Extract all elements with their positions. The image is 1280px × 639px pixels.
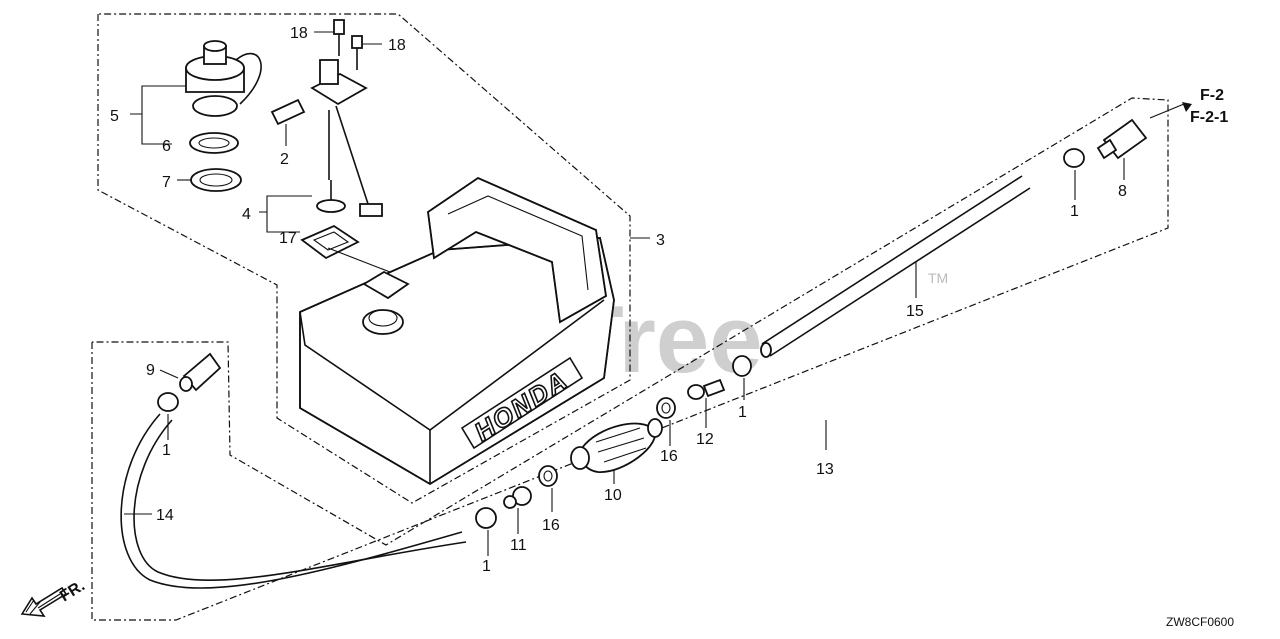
bolt-18b	[351, 35, 363, 70]
callout-1-left: 1	[162, 442, 171, 459]
callout-18-right: 18	[388, 37, 406, 54]
callout-3: 3	[656, 232, 665, 249]
callout-8: 8	[1118, 183, 1127, 200]
fuel-cap	[185, 40, 262, 117]
callout-18-left: 18	[290, 25, 308, 42]
hose-14	[120, 413, 467, 589]
callout-14: 14	[156, 507, 174, 524]
clamp-1d	[475, 507, 497, 529]
ref-label-f2-1: F-2-1	[1190, 109, 1228, 126]
callout-16-left: 16	[542, 517, 560, 534]
washer-16a	[656, 397, 676, 419]
gasket-17	[300, 224, 360, 260]
fitting-2	[270, 98, 306, 126]
callout-16-right: 16	[660, 448, 678, 465]
clamp-1a	[1063, 148, 1085, 168]
callout-11: 11	[510, 537, 527, 554]
gasket-7	[190, 168, 242, 192]
clamp-1c	[157, 392, 179, 412]
front-arrow: FR.	[20, 577, 88, 617]
washer-16b	[538, 465, 558, 487]
callout-15: 15	[906, 303, 924, 320]
callout-4: 4	[242, 206, 251, 223]
clamp-1b	[732, 355, 752, 377]
bolt-18a	[333, 19, 345, 56]
fitting-11	[503, 486, 532, 509]
leader-lines	[124, 31, 1185, 556]
gasket-6	[189, 132, 239, 154]
connector-9	[179, 352, 222, 392]
ref-label-f2: F-2	[1200, 87, 1224, 104]
callout-17: 17	[279, 230, 297, 247]
reference-labels: F-2 F-2-1	[1190, 87, 1228, 126]
callout-2: 2	[280, 151, 289, 168]
hose-15	[760, 175, 1031, 358]
tank-group-outline	[97, 13, 631, 504]
callout-7: 7	[162, 174, 171, 191]
callout-1-bottom: 1	[482, 558, 491, 575]
primer-bulb-10	[570, 418, 663, 473]
reference-arrow	[1182, 102, 1192, 112]
callout-5: 5	[110, 108, 119, 125]
callout-6: 6	[162, 138, 171, 155]
fuel-gauge	[310, 59, 383, 217]
drawing-code: ZW8CF0600	[1166, 615, 1234, 629]
trademark-symbol: TM	[928, 270, 948, 286]
connector-8	[1096, 118, 1148, 160]
fitting-12	[687, 378, 726, 400]
callout-12: 12	[696, 431, 714, 448]
callout-1-top: 1	[1070, 203, 1079, 220]
callout-9: 9	[146, 362, 155, 379]
callout-1-mid: 1	[738, 404, 747, 421]
callouts: 5 6 7 2 4 17 18 18 3 1 8 15 1 12 16 10 1…	[110, 25, 1127, 575]
front-label: FR.	[57, 577, 88, 605]
callout-13: 13	[816, 461, 834, 478]
fuel-tank: HONDA	[299, 176, 615, 486]
hose-group-outline	[91, 97, 1169, 621]
callout-10: 10	[604, 487, 622, 504]
